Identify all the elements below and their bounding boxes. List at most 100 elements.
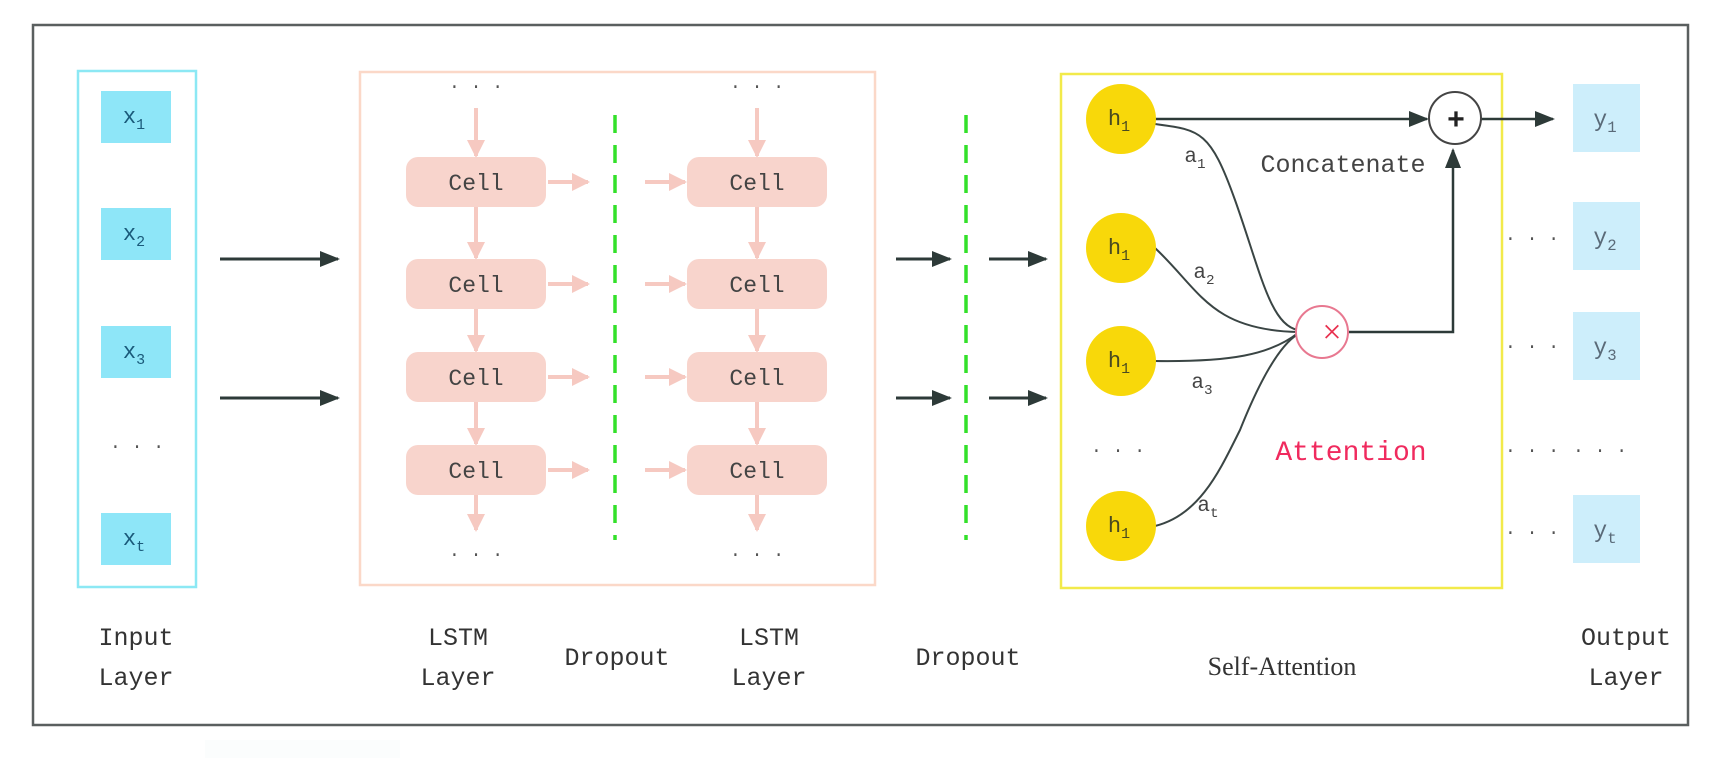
hidden-state-label-subscript: 1 — [1121, 249, 1130, 265]
input-node-2: x2 — [101, 208, 171, 260]
lstm-cell-box — [406, 157, 546, 207]
input-node-label-subscript: t — [136, 540, 145, 556]
attention-weight-label: a3 — [1191, 372, 1212, 399]
hidden-state-circle — [1086, 326, 1156, 396]
lstm-cell-label: Cell — [448, 366, 503, 392]
input-node-label-subscript: 3 — [136, 353, 145, 369]
output-node-label: y2 — [1593, 225, 1616, 255]
lstm-cell: Cell — [406, 157, 546, 207]
hidden-state-label: h1 — [1108, 349, 1130, 378]
output-node-box — [1573, 202, 1640, 270]
lstm-cell-label: Cell — [448, 171, 503, 197]
hidden-ellipsis: · · · — [1091, 442, 1145, 462]
output-node-box — [1573, 84, 1640, 152]
attention-weight-label-base: a — [1197, 495, 1210, 518]
hidden-state-circle — [1086, 213, 1156, 283]
lstm-cell-box — [687, 259, 827, 309]
hidden-state-label: h1 — [1108, 514, 1130, 543]
hidden-state-label: h1 — [1108, 236, 1130, 265]
attention-weight-label-subscript: t — [1210, 506, 1219, 522]
lstm-cell-label: Cell — [448, 459, 503, 485]
lstm-cell: Cell — [406, 352, 546, 402]
attention-weight-label: a1 — [1184, 146, 1205, 173]
hidden-state-circle — [1086, 491, 1156, 561]
lstm-cell: Cell — [687, 445, 827, 495]
hidden-state-label-base: h — [1108, 349, 1121, 374]
input-node-label-base: x — [123, 222, 136, 247]
output-node-label: y1 — [1593, 107, 1616, 137]
output-ellipsis-t: · · · — [1505, 524, 1559, 544]
output-node-label-base: y — [1593, 225, 1607, 251]
lstm-top-ellipsis: · · · — [449, 78, 503, 98]
hidden-state-label-subscript: 1 — [1121, 120, 1130, 136]
hidden-state-node: h1 — [1086, 213, 1156, 283]
output-node-label-subscript: 3 — [1607, 347, 1616, 365]
lstm-cell-label: Cell — [729, 171, 784, 197]
input-node-label: x3 — [123, 340, 145, 369]
output-node-2: y2 — [1573, 202, 1640, 270]
lstm-cell-label: Cell — [448, 273, 503, 299]
weight-curve-3 — [1154, 332, 1299, 363]
plus-symbol: + — [1447, 105, 1465, 139]
hidden-state-node: h1 — [1086, 491, 1156, 561]
concat-plus-node: + — [1428, 91, 1482, 145]
attention-weight-label: a2 — [1193, 262, 1214, 289]
input-node-box — [101, 91, 171, 143]
lstm-top-ellipsis: · · · — [730, 78, 784, 98]
output-node-label-subscript: 1 — [1607, 119, 1616, 137]
input-node-box — [101, 208, 171, 260]
multiply-to-concat-arrow — [1349, 148, 1461, 334]
concatenate-label: Concatenate — [1260, 151, 1425, 180]
hidden-state-label: h1 — [1108, 107, 1130, 136]
output-node-label-base: y — [1593, 518, 1607, 544]
lstm-cell: Cell — [406, 259, 546, 309]
input-node-label: x2 — [123, 222, 145, 251]
input-node-label: xt — [123, 527, 145, 556]
lstm-bottom-ellipsis: · · · — [449, 546, 503, 566]
lstm-cell-box — [406, 259, 546, 309]
output-ellipsis-3: · · · — [1505, 338, 1559, 358]
output-node-label: yt — [1593, 518, 1616, 548]
lstm-bottom-ellipsis: · · · — [730, 546, 784, 566]
hidden-state-label-base: h — [1108, 107, 1121, 132]
lstm-cell: Cell — [687, 157, 827, 207]
attention-weight-label-base: a — [1191, 372, 1204, 395]
hidden-state-label-subscript: 1 — [1121, 362, 1130, 378]
hidden-state-label-subscript: 1 — [1121, 527, 1130, 543]
multiply-node: × — [1295, 305, 1349, 359]
lstm-cell-label: Cell — [729, 459, 784, 485]
attention-weight-label: at — [1197, 495, 1218, 522]
lstm-layer1-label-line1: LSTM — [428, 624, 488, 653]
lstm-layer2-label-line1: LSTM — [739, 624, 799, 653]
input-node-label-base: x — [123, 105, 136, 130]
lstm-cell: Cell — [687, 259, 827, 309]
lstm-cell-box — [406, 445, 546, 495]
output-node-1: y1 — [1573, 84, 1640, 152]
hidden-state-label-base: h — [1108, 514, 1121, 539]
input-node-label: x1 — [123, 105, 145, 134]
output-node-box — [1573, 495, 1640, 563]
attention-box — [1059, 72, 1504, 590]
lstm-cell-box — [406, 352, 546, 402]
hidden-state-label-base: h — [1108, 236, 1121, 261]
output-node-label-subscript: 2 — [1607, 237, 1616, 255]
output-node-label-base: y — [1593, 335, 1607, 361]
attention-weight-label-base: a — [1193, 262, 1206, 285]
hidden-state-circle — [1086, 84, 1156, 154]
input-node-box — [101, 326, 171, 378]
faint-background-patch — [205, 740, 400, 758]
lstm-cell-box — [687, 445, 827, 495]
input-ellipsis: · · · — [110, 438, 164, 458]
hidden-state-node: h1 — [1086, 326, 1156, 396]
attention-weight-label-subscript: 1 — [1197, 157, 1206, 173]
input-node-label-subscript: 1 — [136, 118, 145, 134]
output-node-3: y3 — [1573, 312, 1640, 380]
weight-curve-2 — [1154, 247, 1299, 333]
output-node-t: yt — [1573, 495, 1640, 563]
weight-curve-t — [1154, 333, 1299, 527]
